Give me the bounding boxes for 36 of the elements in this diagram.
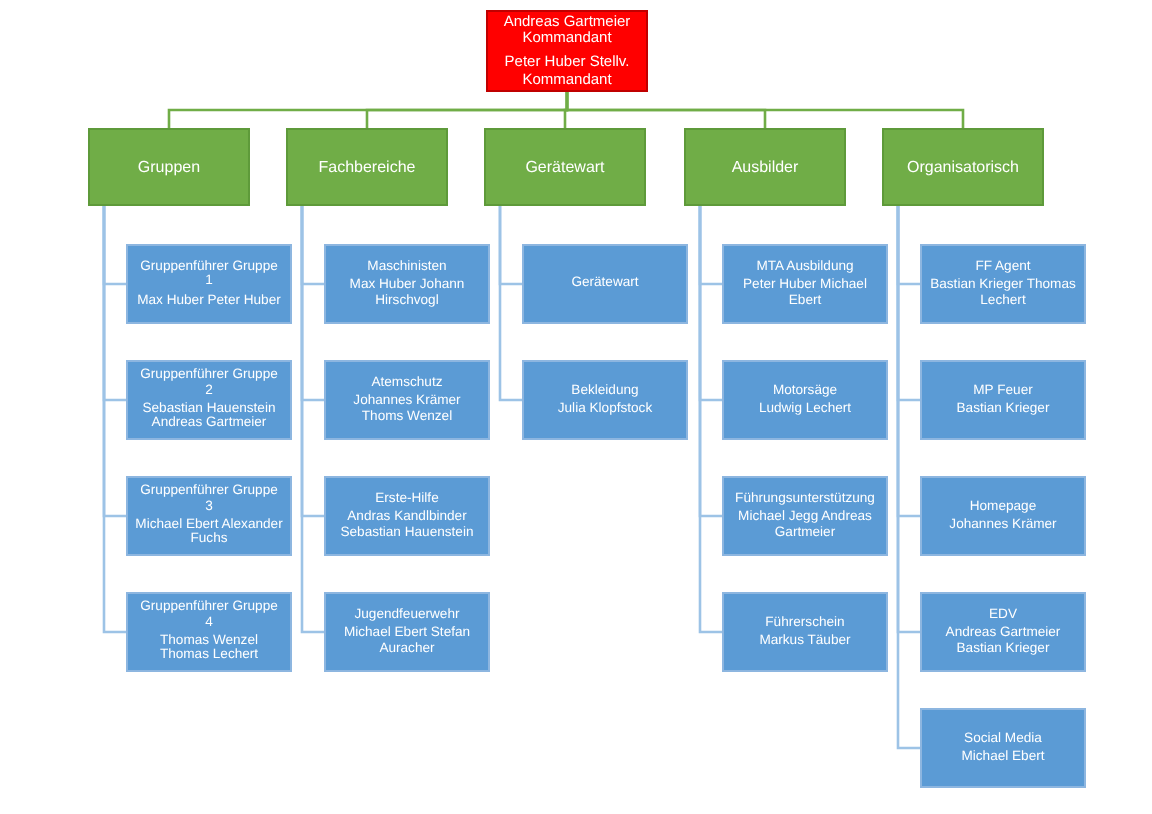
role-box: [722, 592, 888, 672]
role-box: [126, 360, 292, 440]
box-title: Organisatorisch: [906, 157, 1020, 177]
connector-line: [300, 206, 324, 634]
role-box: [920, 708, 1086, 788]
commander-box: [486, 10, 648, 92]
role-box: [722, 476, 888, 556]
role-box: [722, 244, 888, 324]
role-box: [920, 244, 1086, 324]
box-title: Fachbereiche: [318, 157, 416, 177]
connector-line: [102, 206, 126, 634]
role-box: [126, 476, 292, 556]
connector-line: [565, 92, 965, 128]
department-box: [684, 128, 846, 206]
role-box: [126, 592, 292, 672]
role-box: [920, 360, 1086, 440]
box-title: Ausbilder: [731, 157, 799, 177]
box-title: Gruppen: [137, 157, 201, 177]
connector-line: [698, 206, 722, 634]
role-box: [324, 476, 490, 556]
connector-line: [896, 206, 920, 750]
role-box: [522, 244, 688, 324]
role-box: [920, 476, 1086, 556]
department-box: [286, 128, 448, 206]
role-box: [722, 360, 888, 440]
role-box: [324, 360, 490, 440]
role-box: [522, 360, 688, 440]
role-box: [324, 244, 490, 324]
role-box: [324, 592, 490, 672]
connector-line: [498, 206, 522, 402]
department-box: [882, 128, 1044, 206]
role-box: [920, 592, 1086, 672]
role-box: [126, 244, 292, 324]
department-box: [88, 128, 250, 206]
box-title: Gerätewart: [525, 157, 605, 177]
department-box: [484, 128, 646, 206]
